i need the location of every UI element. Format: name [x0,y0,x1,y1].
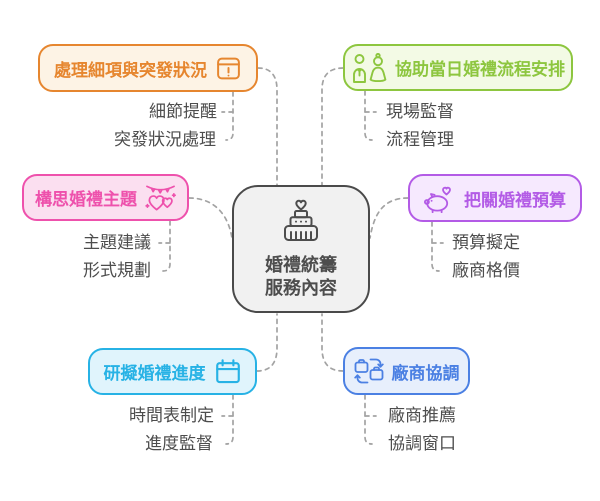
child-item-detail-reminders: 細節提醒 [149,102,217,121]
central-topic-line2: 服務內容 [265,278,337,298]
spine-vendor [364,394,373,445]
child-item-emergency-handling: 突發狀況處理 [114,130,216,149]
branch-label-budget-control: 把關婚禮預算 [464,190,566,210]
child-item-budget-drafting: 預算擬定 [452,233,520,252]
calendar-icon [214,358,242,386]
child-item-theme-suggestions: 主題建議 [83,233,151,252]
wedding-cake-icon [277,198,325,249]
branch-node-vendor-coordination: 廠商協調 [343,347,470,395]
branch-label-handle-details: 處理細項與突發狀況 [54,60,207,80]
child-item-format-planning: 形式規劃 [83,261,151,280]
child-item-progress-supervision: 進度監督 [145,434,213,453]
hearts-garland-icon [145,183,176,213]
vendor-exchange-icon [353,356,384,386]
connector-theme-center [188,197,233,239]
child-item-onsite-supervision: 現場監督 [386,102,454,121]
branch-node-day-of-flow: 協助當日婚禮流程安排 [343,44,573,91]
spine-flow [364,90,373,141]
child-item-coordination-window: 協調窗口 [388,434,456,453]
connector-schedule-center [256,313,278,372]
branch-label-vendor-coordination: 廠商協調 [391,363,460,383]
branch-label-schedule-planning: 研擬婚禮進度 [103,364,206,383]
connector-flow-center [321,67,344,186]
spine-schedule [225,394,234,445]
branch-node-schedule-planning: 研擬婚禮進度 [88,348,257,395]
spine-budget [431,221,440,272]
branch-label-wedding-theme: 構思婚禮主題 [35,190,137,209]
central-topic-line1: 婚禮統籌 [265,254,337,275]
alert-window-icon [215,55,242,82]
branch-label-day-of-flow: 協助當日婚禮流程安排 [395,60,565,79]
connector-details-center [257,67,278,186]
child-item-vendor-recommendation: 廠商推薦 [388,406,456,425]
spine-details [225,91,234,141]
central-topic-node: 婚禮統籌 服務內容 [232,185,370,313]
wedding-couple-icon [351,52,387,83]
connector-budget-center [369,197,409,239]
piggy-bank-icon [424,183,456,213]
branch-node-handle-details: 處理細項與突發狀況 [38,44,258,92]
child-item-timetable-setting: 時間表制定 [129,406,214,425]
child-item-process-management: 流程管理 [386,130,454,149]
child-item-vendor-pricing: 廠商格價 [452,261,520,280]
spine-theme [162,220,171,272]
branch-node-budget-control: 把關婚禮預算 [408,174,582,222]
connector-vendor-center [321,313,344,372]
branch-node-wedding-theme: 構思婚禮主題 [22,174,189,221]
